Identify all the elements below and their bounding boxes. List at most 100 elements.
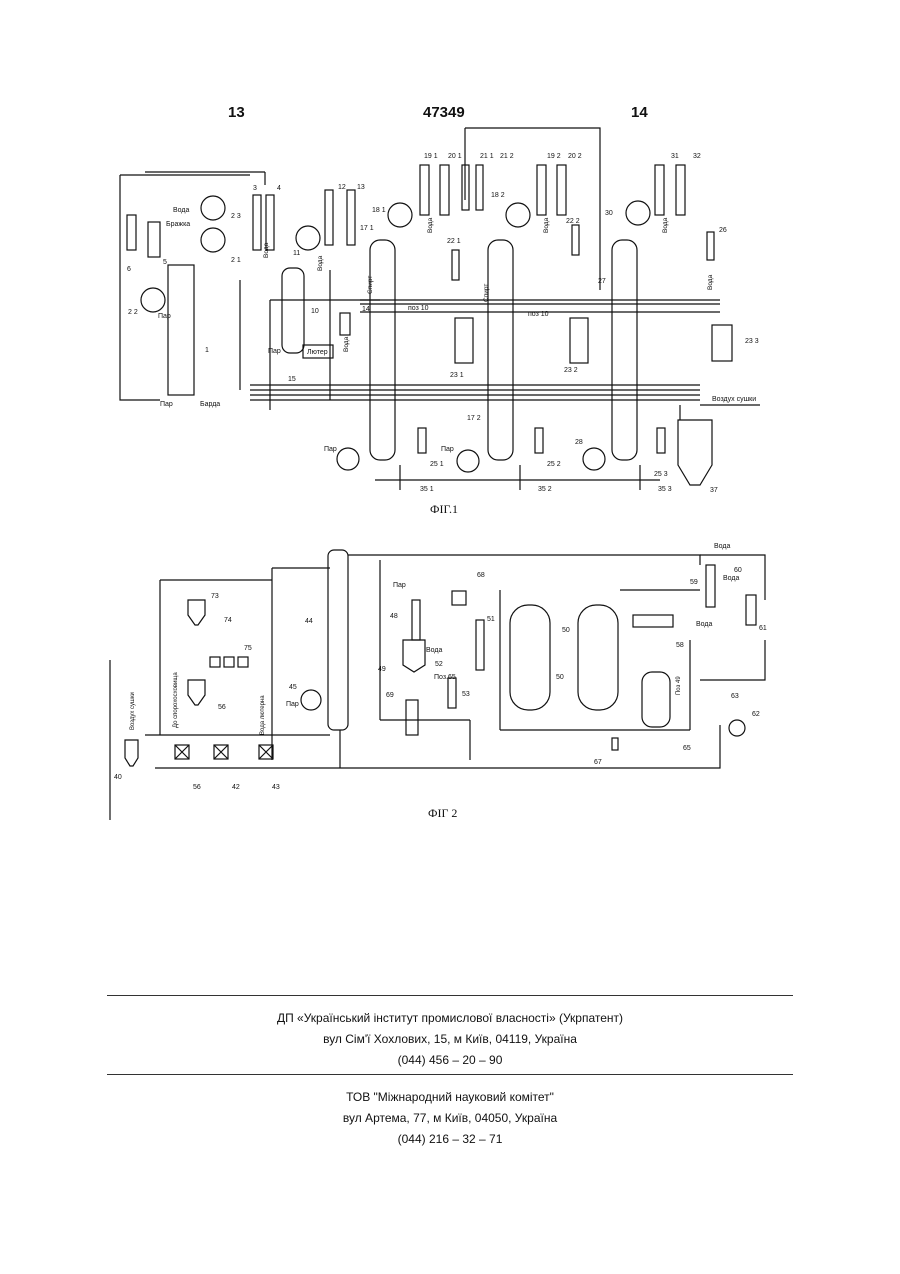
vessel-6 xyxy=(127,215,136,250)
label: 28 xyxy=(575,439,583,446)
label: 18 1 xyxy=(372,207,386,214)
vessel-12 xyxy=(325,190,333,245)
label: 25 2 xyxy=(547,461,561,468)
label: 3 xyxy=(253,185,257,192)
label: Вода xyxy=(263,242,270,258)
label: 19 2 xyxy=(547,153,561,160)
hopper-73 xyxy=(188,600,205,625)
label: 61 xyxy=(759,625,767,632)
label: Поз.65 xyxy=(434,674,456,681)
label: 30 xyxy=(605,210,613,217)
label: 75 xyxy=(244,645,252,652)
column-17-2 xyxy=(488,240,513,460)
label: Вода xyxy=(723,575,739,582)
vessel-25-2 xyxy=(535,428,543,453)
tank-37 xyxy=(678,420,712,485)
label: 21 1 xyxy=(480,153,494,160)
label: 19 1 xyxy=(424,153,438,160)
vessel-61 xyxy=(746,595,756,625)
condenser-18-1 xyxy=(388,203,412,227)
label: 51 xyxy=(487,616,495,623)
label: 35 3 xyxy=(658,486,672,493)
label: 14 xyxy=(362,306,370,313)
label: 58 xyxy=(676,642,684,649)
label: 43 xyxy=(272,784,280,791)
label: 23 2 xyxy=(564,367,578,374)
vessel-20-1 xyxy=(440,165,449,215)
label: Пар xyxy=(160,401,173,408)
label: 65 xyxy=(683,745,691,752)
label: поз 10 xyxy=(528,311,549,318)
printer-name: ТОВ "Міжнародний науковий комітет" xyxy=(107,1090,793,1104)
tank-23-1 xyxy=(455,318,473,363)
label: 23 3 xyxy=(745,338,759,345)
column-1 xyxy=(168,265,194,395)
label: 26 xyxy=(719,227,727,234)
condenser-11 xyxy=(296,226,320,250)
label: Вода лютерна xyxy=(260,695,266,735)
label: Пар xyxy=(286,701,299,708)
label: 6 xyxy=(127,266,131,273)
label: 60 xyxy=(734,567,742,574)
label: Вода xyxy=(662,217,669,233)
label: Вода xyxy=(707,274,714,290)
vessel-26 xyxy=(707,232,714,260)
footer-divider-top xyxy=(107,995,793,996)
pipe xyxy=(680,405,760,420)
publisher-phone: (044) 456 – 20 – 90 xyxy=(107,1053,793,1067)
label: До спорохосховища xyxy=(173,672,179,728)
label: Вода xyxy=(343,336,350,352)
pipe xyxy=(700,555,765,680)
printer-phone: (044) 216 – 32 – 71 xyxy=(107,1132,793,1146)
vessel-32 xyxy=(676,165,685,215)
feeder-75b xyxy=(224,657,234,667)
pipe xyxy=(375,465,660,490)
label: 31 xyxy=(671,153,679,160)
condenser-18-2 xyxy=(506,203,530,227)
label: 12 xyxy=(338,184,346,191)
hopper-40 xyxy=(125,740,138,766)
label: 2 1 xyxy=(231,257,241,264)
label: Вода xyxy=(426,647,442,654)
label: 21 2 xyxy=(500,153,514,160)
condenser-2-1 xyxy=(201,228,225,252)
label: 2 2 xyxy=(128,309,138,316)
label: 73 xyxy=(211,593,219,600)
label: 20 1 xyxy=(448,153,462,160)
tank-65 xyxy=(642,672,670,727)
vessel-48 xyxy=(412,600,420,640)
label: Пар xyxy=(324,446,337,453)
vessel-31 xyxy=(655,165,664,215)
label: 32 xyxy=(693,153,701,160)
label: Вода xyxy=(317,255,324,271)
vessel-59 xyxy=(706,565,715,607)
label: 68 xyxy=(477,572,485,579)
label: Барда xyxy=(200,401,220,408)
exchanger-58 xyxy=(633,615,673,627)
label: 17 2 xyxy=(467,415,481,422)
pipe xyxy=(120,128,600,400)
label: 45 xyxy=(289,684,297,691)
label: 22 2 xyxy=(566,218,580,225)
vessel-14 xyxy=(340,313,350,335)
label: 63 xyxy=(731,693,739,700)
label: 56 xyxy=(218,704,226,711)
publisher-address: вул Сім'ї Хохлових, 15, м Київ, 04119, У… xyxy=(107,1032,793,1046)
label: 18 2 xyxy=(491,192,505,199)
pipe xyxy=(240,270,380,410)
label: 25 3 xyxy=(654,471,668,478)
figure-1-caption: ФІГ.1 xyxy=(430,502,458,517)
label: 53 xyxy=(462,691,470,698)
label: 50 xyxy=(562,627,570,634)
label: 74 xyxy=(224,617,232,624)
label: Пар xyxy=(158,313,171,320)
exchanger-68 xyxy=(452,591,466,605)
hopper-56 xyxy=(188,680,205,705)
vessel-20-2 xyxy=(557,165,566,215)
reboiler-28 xyxy=(583,448,605,470)
label: 50 xyxy=(556,674,564,681)
pump-62 xyxy=(729,720,745,736)
label: 62 xyxy=(752,711,760,718)
label: 11 xyxy=(293,250,300,257)
label: 48 xyxy=(390,613,398,620)
